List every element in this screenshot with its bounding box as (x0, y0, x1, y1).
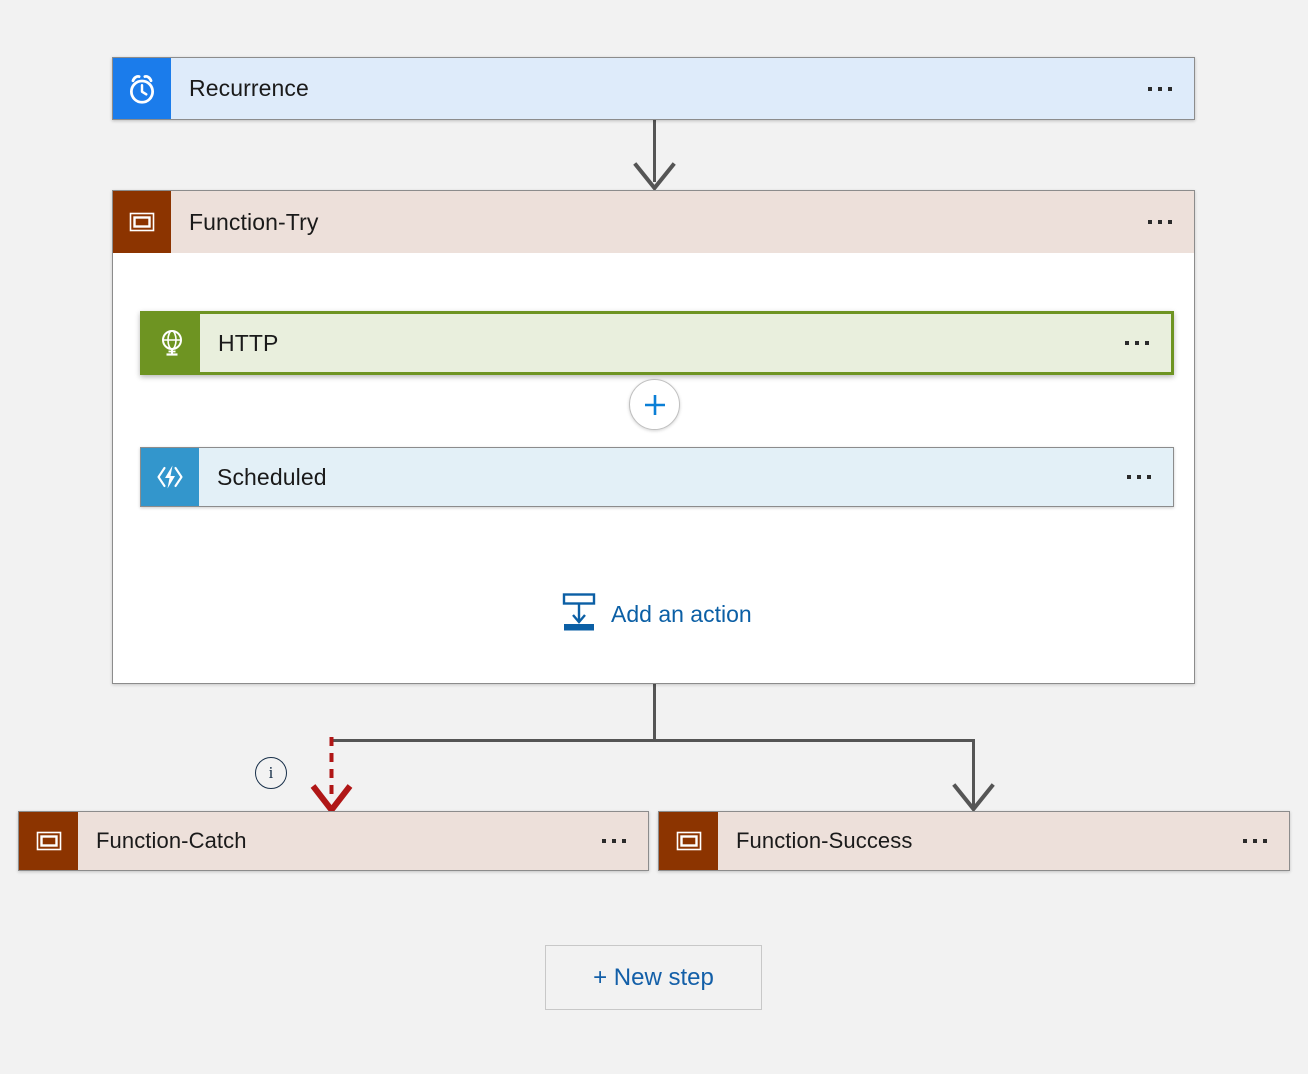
card-function-catch-body: Function-Catch (78, 812, 648, 870)
card-menu-button[interactable] (1243, 839, 1267, 843)
new-step-button[interactable]: + New step (545, 945, 762, 1010)
insert-step-button[interactable] (629, 379, 680, 430)
arrowhead-to-catch-failure (310, 784, 353, 815)
card-title: HTTP (218, 329, 279, 356)
card-scheduled-body: Scheduled (199, 448, 1173, 506)
card-menu-button[interactable] (602, 839, 626, 843)
card-scheduled[interactable]: Scheduled (140, 447, 1174, 507)
scope-icon (659, 812, 718, 870)
card-function-catch[interactable]: Function-Catch (18, 811, 649, 871)
card-title: Function-Success (736, 828, 913, 853)
card-http[interactable]: HTTP (140, 311, 1174, 375)
scope-icon (19, 812, 78, 870)
card-function-success-body: Function-Success (718, 812, 1289, 870)
card-function-success[interactable]: Function-Success (658, 811, 1290, 871)
scope-icon (113, 191, 171, 253)
scope-function-try-header[interactable]: Function-Try (113, 191, 1194, 253)
card-http-body: HTTP (200, 314, 1171, 372)
info-icon-glyph: i (268, 763, 274, 782)
scope-function-try[interactable]: Function-Try (112, 190, 1195, 684)
add-an-action-button[interactable]: Add an action (561, 592, 752, 637)
card-title: Function-Try (189, 208, 319, 235)
arrowhead-recurrence-to-try (633, 162, 676, 192)
plus-icon (644, 394, 665, 415)
info-icon[interactable]: i (255, 757, 287, 789)
card-menu-button[interactable] (1127, 475, 1151, 479)
arrowhead-to-success (952, 783, 995, 813)
scope-function-try-titlebar: Function-Try (171, 191, 1194, 253)
card-menu-button[interactable] (1125, 341, 1149, 345)
card-title: Scheduled (217, 463, 327, 490)
insert-action-icon (561, 592, 597, 637)
alarm-clock-icon (113, 58, 171, 119)
new-step-label: + New step (593, 963, 714, 991)
card-title: Recurrence (189, 75, 309, 101)
card-recurrence[interactable]: Recurrence (112, 57, 1195, 120)
add-an-action-label: Add an action (611, 601, 752, 627)
globe-icon (143, 314, 200, 372)
card-recurrence-body: Recurrence (171, 58, 1194, 119)
azure-function-icon (141, 448, 199, 506)
card-menu-button[interactable] (1148, 220, 1172, 224)
card-menu-button[interactable] (1148, 86, 1172, 91)
card-title: Function-Catch (96, 828, 247, 853)
